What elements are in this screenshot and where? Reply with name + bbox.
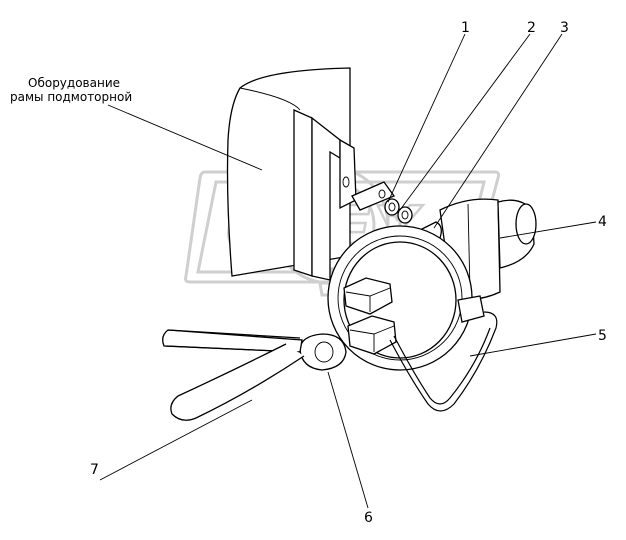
caption-line-2: рамы подмоторной [10,90,132,104]
washer-item-2 [384,198,400,216]
caption-line-1: Оборудование [28,76,120,90]
cable-lug-item-6 [299,333,347,371]
callout-2: 2 [527,20,536,36]
leader-caption [107,104,263,171]
callout-numbers: 1 2 3 4 5 6 7 [90,20,607,526]
callout-6: 6 [364,510,373,526]
wire-loop-item-5 [389,311,498,412]
frame-panel [226,67,351,277]
callout-1: 1 [461,20,470,36]
leader-lines [99,33,597,509]
washer-item-3 [397,206,413,224]
leader-6 [327,371,369,509]
leader-5 [469,333,597,357]
callout-3: 3 [560,20,569,36]
cable-item-7 [162,329,305,421]
frame-caption: Оборудование рамы подмоторной [10,76,132,104]
terminal-nut-top [343,277,393,315]
callout-4: 4 [598,214,607,230]
leader-4 [499,221,597,239]
leader-3 [433,33,563,229]
leader-2 [399,33,531,211]
terminal-nut-bottom [347,315,397,355]
leader-7 [99,399,253,481]
mounting-bracket [293,108,396,281]
leader-1 [387,33,466,203]
callout-5: 5 [598,328,607,344]
callout-7: 7 [90,462,99,478]
switch-housing-item-4 [439,198,537,300]
